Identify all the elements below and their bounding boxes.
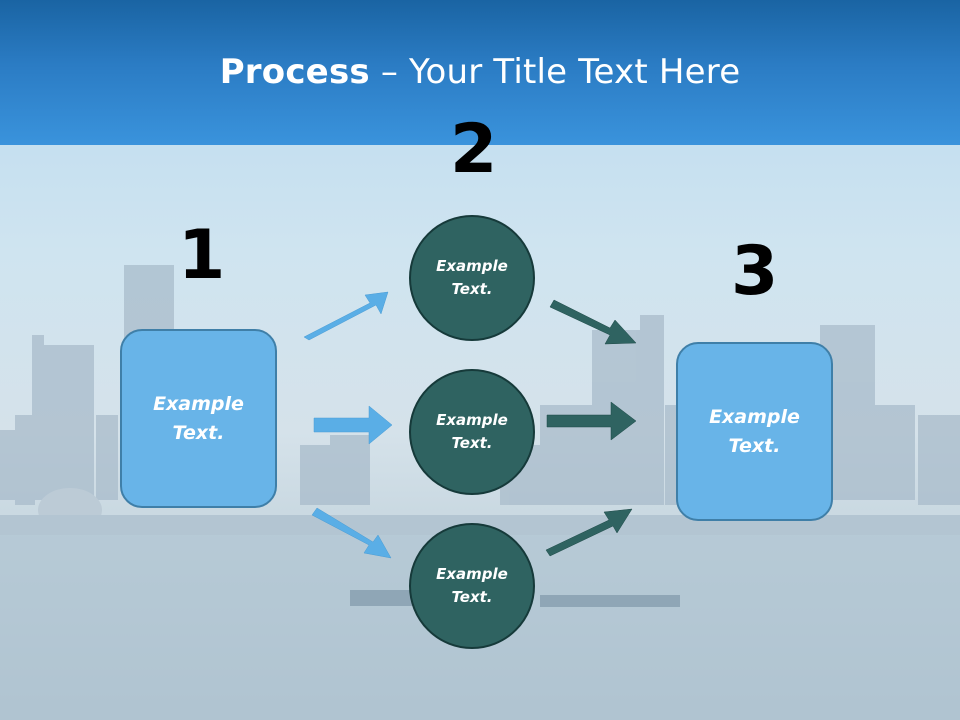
step-number-1: 1 (178, 216, 226, 295)
circle-bottom-text-line1: Example (436, 565, 508, 583)
circle-top-text-line1: Example (436, 257, 508, 275)
arrow-down-right-dark-icon (549, 299, 637, 345)
step-1-text-line1: Example (153, 392, 244, 415)
title-rest: – Your Title Text Here (369, 52, 741, 92)
step-1-box: Example Text. (120, 329, 277, 508)
arrow-up-right-icon (303, 291, 389, 341)
arrow-up-right-dark-icon (545, 508, 633, 557)
step-number-3: 3 (731, 232, 779, 311)
title-bold: Process (219, 52, 370, 92)
step-3-box: Example Text. (676, 342, 833, 521)
arrow-down-right-icon (311, 507, 392, 559)
slide-title: Process – Your Title Text Here (0, 52, 960, 92)
step-3-text-line2: Text. (728, 434, 781, 457)
step-3-text-line1: Example (709, 405, 800, 428)
circle-middle-text-line2: Text. (451, 434, 493, 452)
circle-bottom-text-line2: Text. (451, 588, 493, 606)
circle-middle: Example Text. (409, 369, 535, 495)
step-1-text-line2: Text. (172, 421, 225, 444)
arrow-right-dark-icon (546, 401, 637, 441)
step-number-2: 2 (450, 110, 498, 189)
title-bar (0, 0, 960, 145)
circle-top: Example Text. (409, 215, 535, 341)
circle-middle-text-line1: Example (436, 411, 508, 429)
arrow-right-icon (313, 405, 393, 445)
circle-bottom: Example Text. (409, 523, 535, 649)
circle-top-text-line2: Text. (451, 280, 493, 298)
